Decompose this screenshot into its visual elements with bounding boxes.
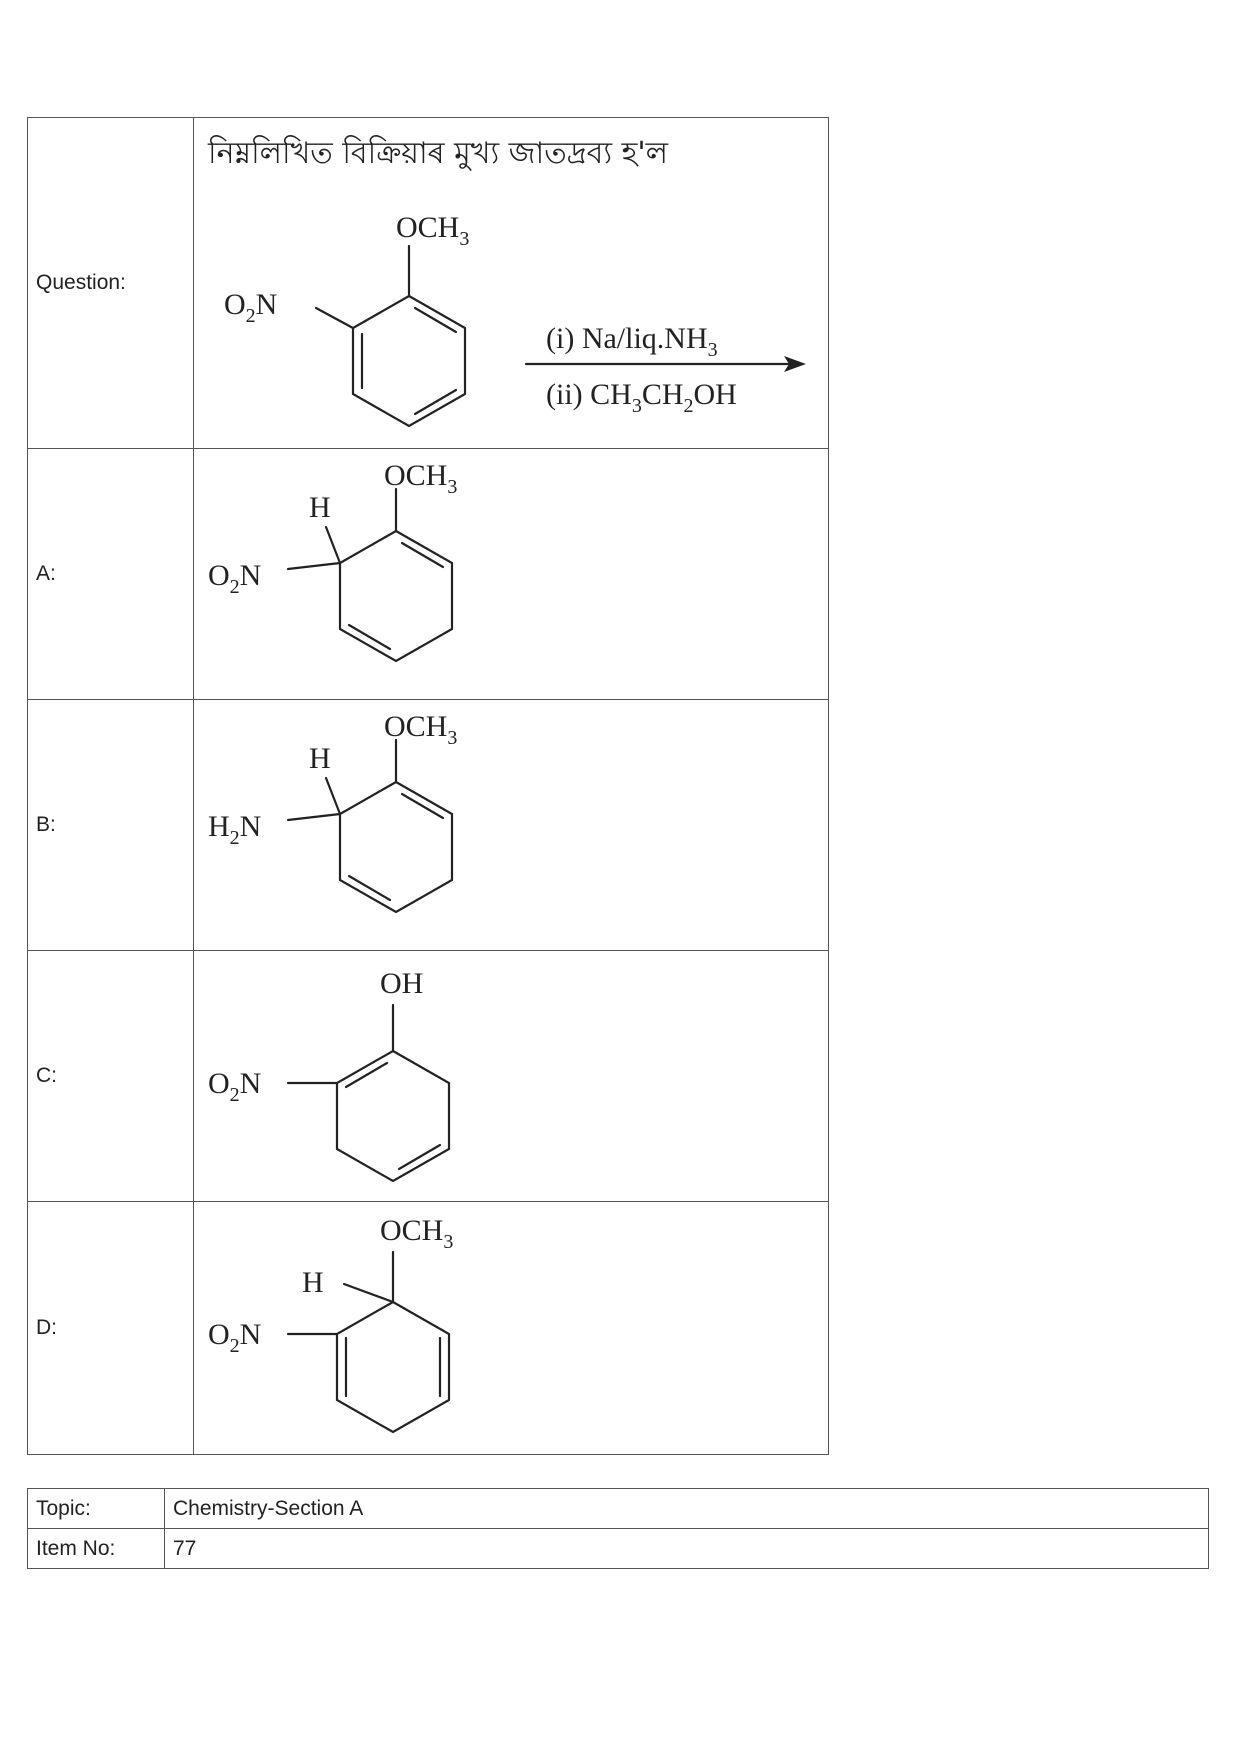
option-row-c: C: OH O2N [27, 950, 829, 1202]
option-d-h: H [302, 1266, 324, 1299]
question-content: নিম্নলিখিত বিক্ৰিয়াৰ মুখ্য জাতদ্ৰব্য হ'… [193, 117, 829, 449]
option-b-h: H [309, 742, 331, 775]
option-a-h: H [309, 491, 331, 524]
topic-value: Chemistry-Section A [164, 1488, 1209, 1529]
option-row-b: B: OCH3 H H2N [27, 699, 829, 951]
reagent-step-2: (ii) CH3CH2OH [546, 378, 737, 417]
option-content-a: OCH3 H O2N [193, 448, 829, 700]
question-row: Question: নিম্নলিখিত বিক্ৰিয়াৰ মুখ্য জা… [27, 117, 829, 449]
option-a-top-group: OCH3 [384, 459, 457, 498]
option-c-left-group: O2N [208, 1067, 261, 1106]
reactant-top-group: OCH3 [396, 211, 469, 250]
option-d-top-group: OCH3 [380, 1214, 453, 1253]
item-label: Item No: [27, 1528, 165, 1569]
option-content-d: OCH3 H O2N [193, 1201, 829, 1455]
option-d-left-group: O2N [208, 1318, 261, 1357]
option-c-top-group: OH [380, 967, 423, 1000]
option-label-b: B: [27, 699, 194, 951]
option-row-a: A: OCH3 H O2N [27, 448, 829, 700]
reactant-left-group: O2N [224, 288, 277, 327]
option-b-top-group: OCH3 [384, 710, 457, 749]
reactant-structure: OCH3 O2N [224, 211, 469, 428]
option-label-a: A: [27, 448, 194, 700]
question-table: Question: নিম্নলিখিত বিক্ৰিয়াৰ মুখ্য জা… [27, 117, 829, 1455]
question-text: নিম্নলিখিত বিক্ৰিয়াৰ মুখ্য জাতদ্ৰব্য হ'… [207, 135, 669, 171]
option-a-structure: OCH3 H O2N [208, 459, 457, 663]
reagent-step-1: (i) Na/liq.NH3 [546, 322, 718, 361]
option-b-structure: OCH3 H H2N [208, 710, 457, 914]
option-c-structure: OH O2N [208, 967, 451, 1183]
option-label-c: C: [27, 950, 194, 1202]
option-a-left-group: O2N [208, 559, 261, 598]
item-value: 77 [164, 1528, 1209, 1569]
meta-table: Topic: Chemistry-Section A Item No: 77 [27, 1488, 1209, 1569]
question-label: Question: [27, 117, 194, 449]
option-label-d: D: [27, 1201, 194, 1455]
topic-label: Topic: [27, 1488, 165, 1529]
option-content-c: OH O2N [193, 950, 829, 1202]
option-b-left-group: H2N [208, 810, 261, 849]
option-row-d: D: OCH3 H O2N [27, 1201, 829, 1455]
item-row: Item No: 77 [27, 1528, 1209, 1569]
reaction-arrow: (i) Na/liq.NH3 (ii) CH3CH2OH [524, 322, 806, 417]
option-content-b: OCH3 H H2N [193, 699, 829, 951]
topic-row: Topic: Chemistry-Section A [27, 1488, 1209, 1529]
reaction-diagram: নিম্নলিখিত বিক্ৰিয়াৰ মুখ্য জাতদ্ৰব্য হ'… [207, 135, 806, 428]
option-d-structure: OCH3 H O2N [208, 1214, 453, 1434]
